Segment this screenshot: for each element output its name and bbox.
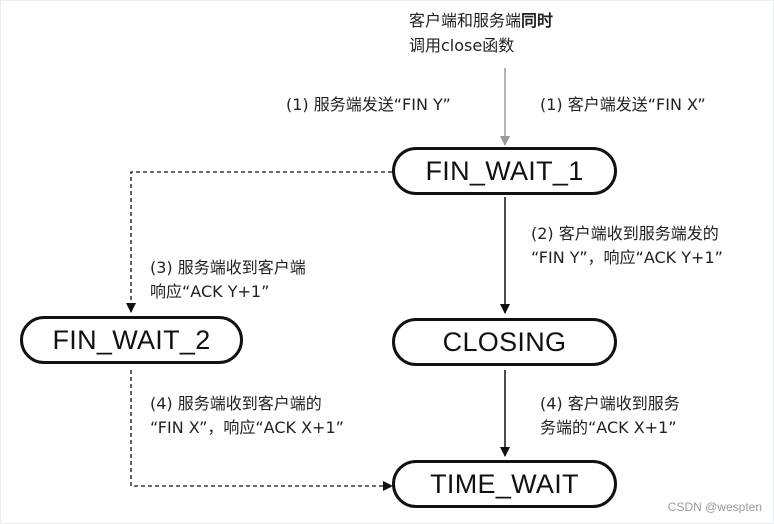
arrow-fw2-timewait-dashed: [130, 370, 393, 491]
label-step4-server-line1: (4) 服务端收到客户端的: [150, 394, 322, 413]
label-server-send: (1) 服务端发送“FIN Y”: [286, 95, 451, 114]
label-step2-line2: “FIN Y”，响应“ACK Y+1”: [531, 248, 723, 267]
state-fin-wait-1: FIN_WAIT_1: [392, 147, 617, 195]
label-step4-client-line2: 务端的“ACK X+1”: [540, 418, 677, 437]
state-fin-wait-2: FIN_WAIT_2: [20, 316, 243, 364]
intro-line-2: 调用close函数: [409, 36, 515, 55]
label-step3-line2: 响应“ACK Y+1”: [150, 282, 270, 301]
label-step4-client-line1: (4) 客户端收到服务: [540, 394, 680, 413]
label-step4-server-line2: “FIN X”，响应“ACK X+1”: [150, 418, 344, 437]
label-client-send: (1) 客户端发送“FIN X”: [540, 95, 706, 114]
label-step2-line1: (2) 客户端收到服务端发的: [531, 224, 719, 243]
state-closing: CLOSING: [392, 318, 617, 366]
watermark: CSDN @wespten: [667, 500, 762, 514]
state-time-wait: TIME_WAIT: [392, 460, 617, 508]
label-step3-line1: (3) 服务端收到客户端: [150, 258, 306, 277]
arrow-fw1-fw2-dashed: [126, 171, 392, 313]
intro-line-1: 客户端和服务端同时: [409, 11, 554, 30]
